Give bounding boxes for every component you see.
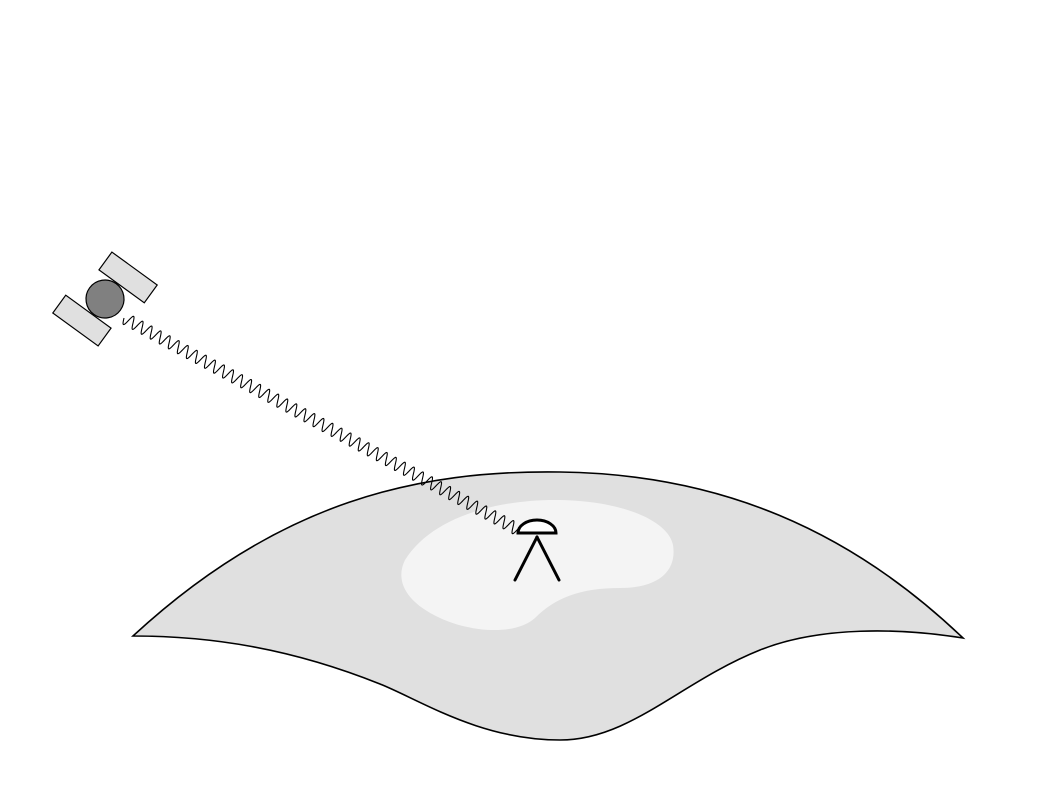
solar-panel-lower (51, 294, 112, 347)
tripod-leg-left (513, 535, 539, 582)
ground-receiver-antenna-icon (513, 518, 561, 582)
signal-wave (122, 315, 524, 535)
tripod-leg-right (535, 535, 561, 582)
antenna-dish (516, 518, 558, 535)
solar-panel-upper (98, 251, 159, 304)
satellite-icon (51, 251, 159, 347)
satellite-body (85, 279, 125, 319)
coverage-area (401, 500, 674, 631)
